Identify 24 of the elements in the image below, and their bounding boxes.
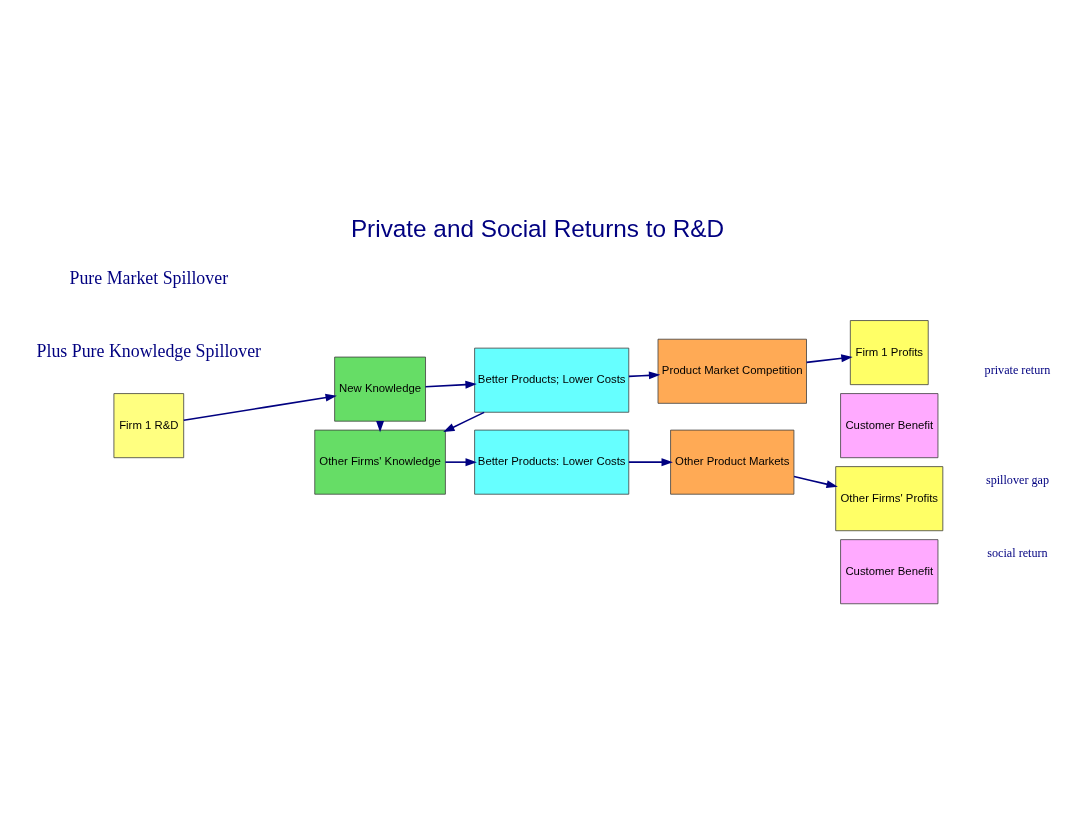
node-box: Customer Benefit: [840, 392, 939, 458]
arrow: [444, 457, 477, 466]
arrow: [628, 457, 673, 466]
node-box: Product Market Competition: [657, 338, 807, 404]
label: private return: [984, 362, 1051, 377]
node-box: Customer Benefit: [840, 538, 939, 604]
label: spillover gap: [985, 472, 1050, 487]
node-box: Firm 1 R&D: [113, 392, 185, 458]
node-box: Better Products: Lower Costs: [474, 429, 630, 495]
arrow: [182, 393, 337, 421]
arrow: [424, 380, 477, 389]
arrow: [628, 370, 661, 379]
label: Pure Market Spillover: [69, 267, 229, 288]
node-box: Other Firms' Knowledge: [314, 429, 446, 495]
label: social return: [987, 545, 1048, 560]
arrow: [805, 353, 853, 363]
arrow: [443, 411, 485, 432]
node-box: Other Product Markets: [670, 429, 795, 495]
node-box: Better Products; Lower Costs: [474, 347, 630, 413]
node-box: Firm 1 Profits: [849, 319, 929, 385]
label: Plus Pure Knowledge Spillover: [36, 340, 262, 361]
node-box: Other Firms' Profits: [835, 465, 944, 531]
diagram-title: Private and Social Returns to R&D: [350, 214, 725, 242]
arrow: [793, 475, 838, 488]
